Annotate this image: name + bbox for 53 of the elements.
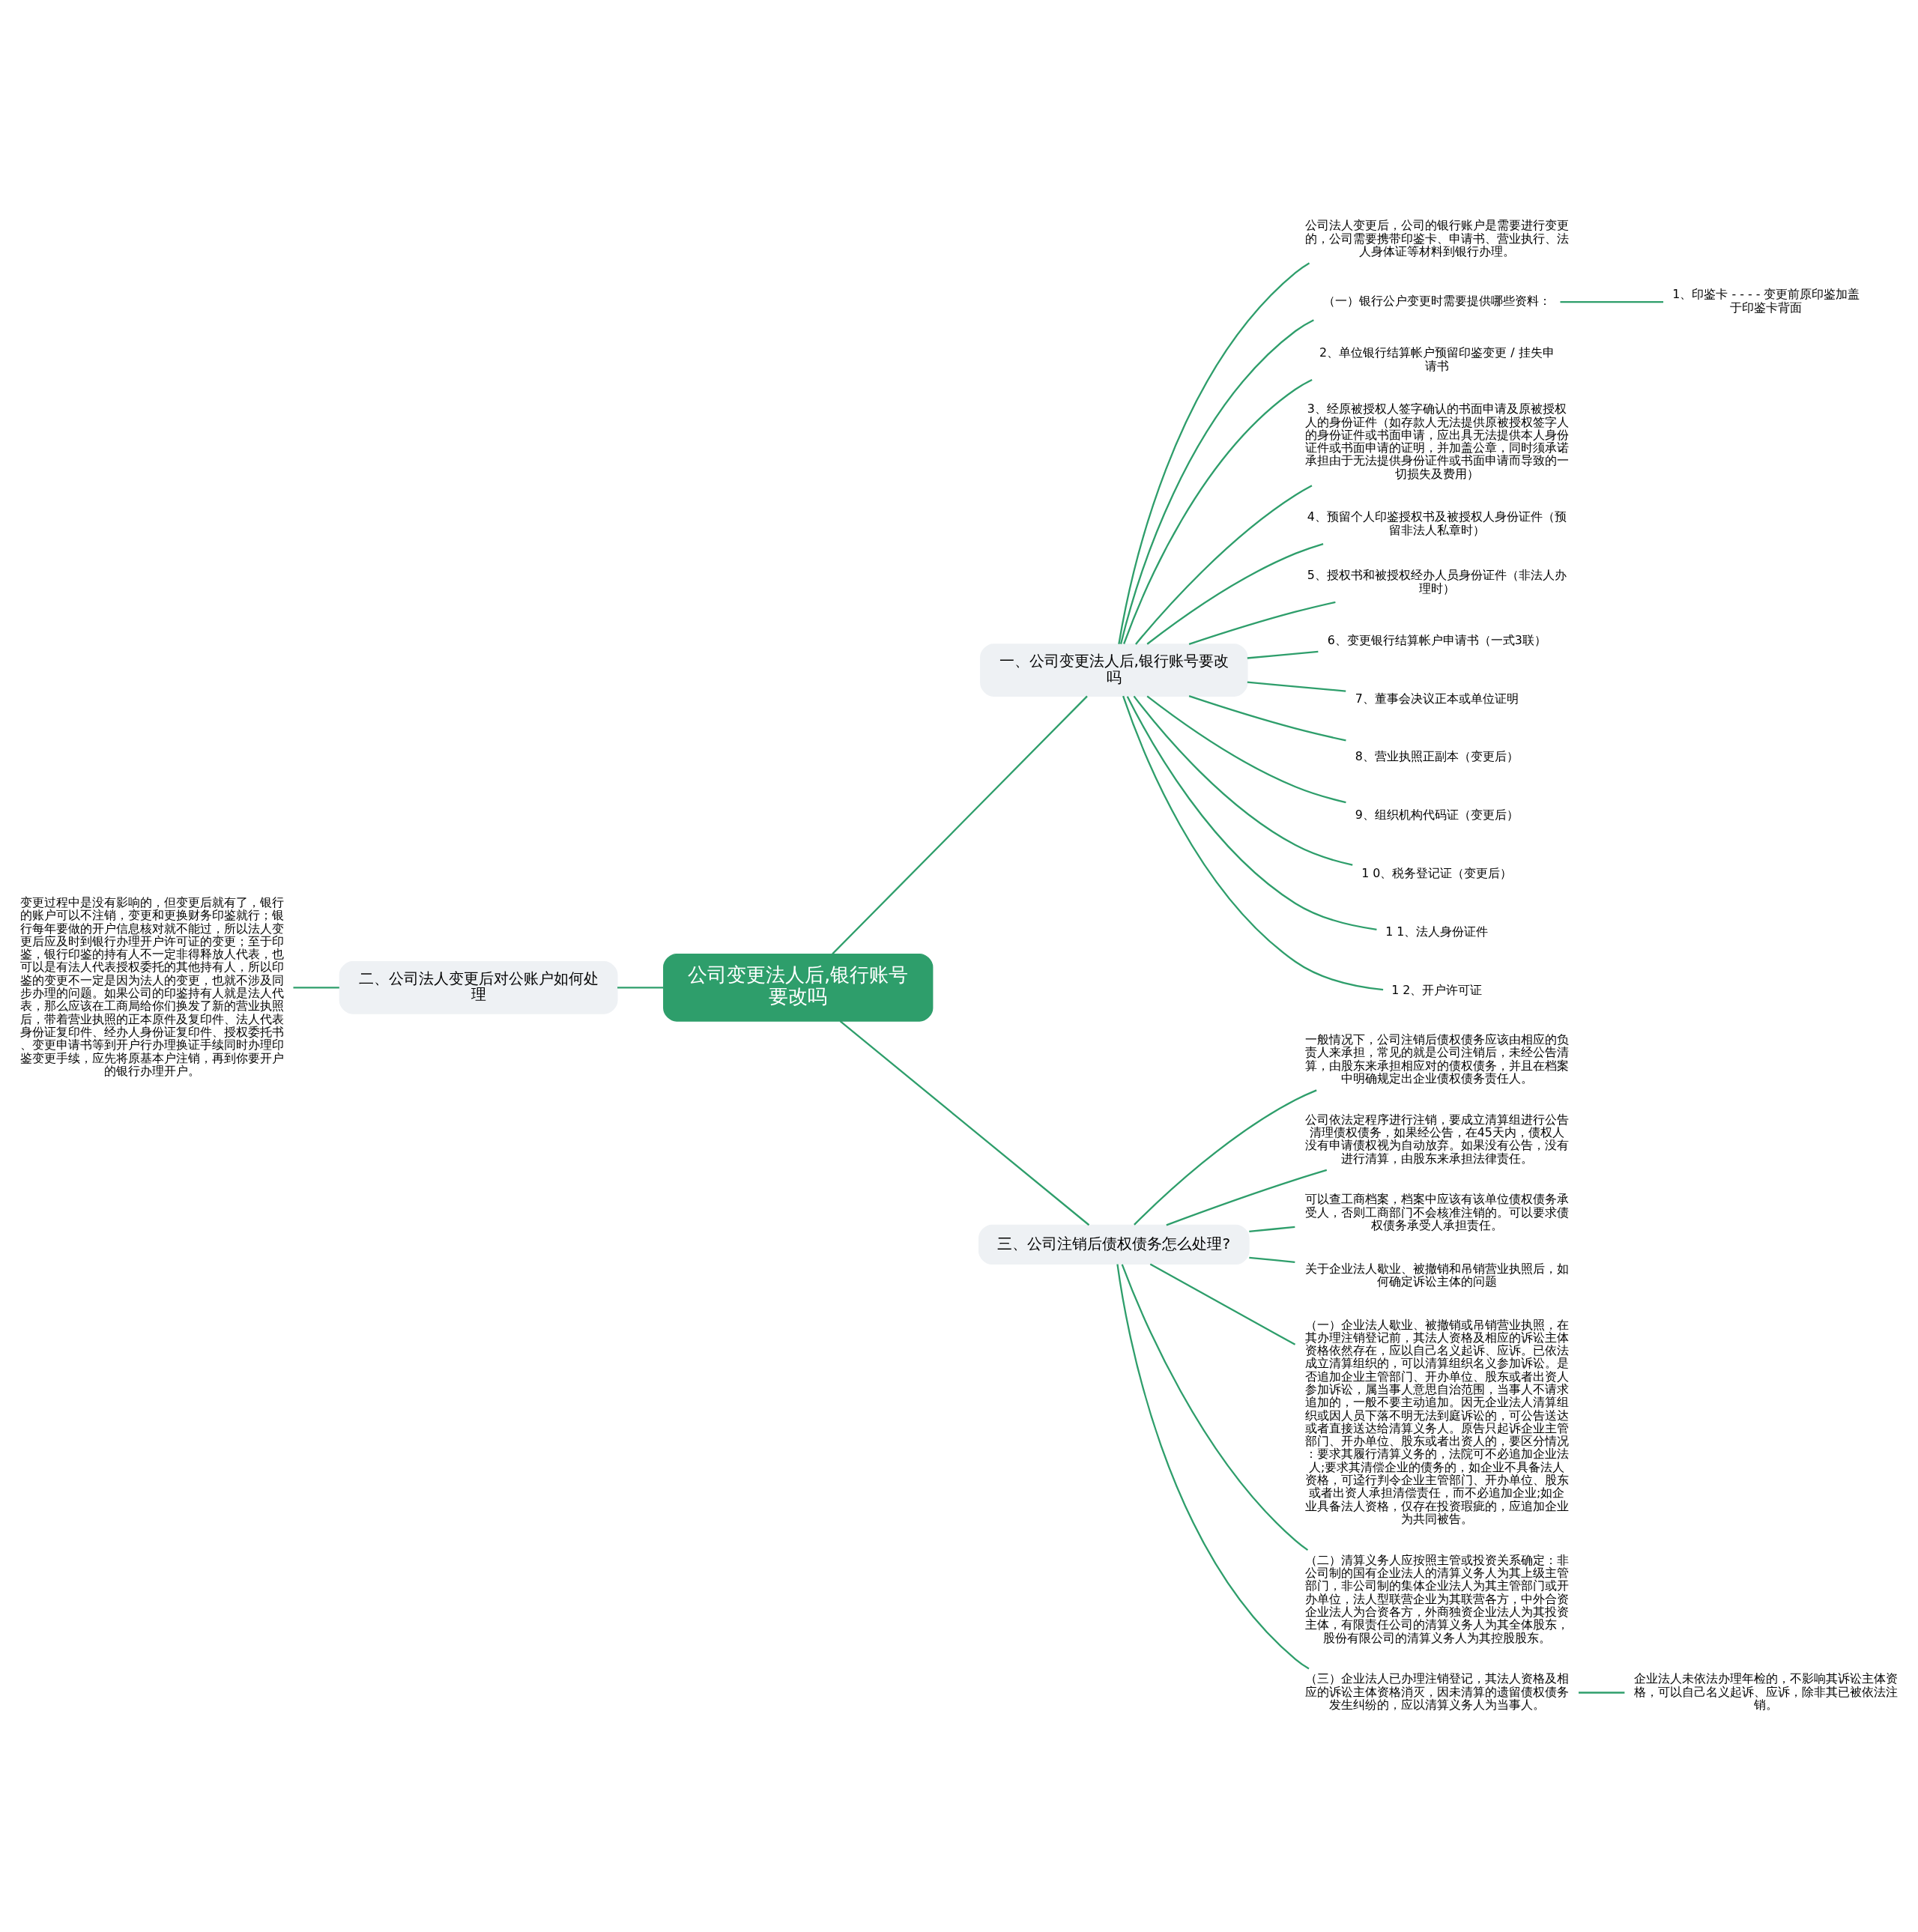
connector — [1146, 542, 1324, 645]
node-text: 8、营业执照正副本（变更后） — [1355, 749, 1519, 764]
connector — [1249, 1256, 1295, 1263]
node-text: 变更过程中是没有影响的，但变更后就有了，银行的账户可以不注销，变更和更换财务印鉴就行；银行每年要做的开户信息核对就不能过，所以法人变更后应及时到银行办理开户许可证的变更；至于印鉴，银行印鉴的持有人不一定非得释放人代表，也可以是有法人代表授权委托的其他持有人，所以印鉴的变更不一定是因为法人的变更，也就不涉及同步办理的问题。如果公司的印鉴持有人就是法人代表，那么应该在工商局给你们换发了新的营业执照后，带着营业执照的正本原件及复印件、法人代表身份证复印件、经办人身份证复印件、授权委托书、变更申请书等到开户行办理换证手续同时办理印鉴变更手续，应先将原基本户注销，再到你要开户的银行办理开户。 — [19, 894, 284, 1078]
connector — [1247, 681, 1346, 692]
node-text: 3、经原被授权人签字确认的书面申请及原被授权人的身份证件（如存款人无法提供原被授权签字人的身份证件或书面申请，应出具无法提供本人身份证件或书面申请的证明，并加盖公章，同时须承诺承担由于无法提供身份证件或书面申请而导致的一切损失及费用） — [1304, 402, 1569, 481]
connector — [1579, 1692, 1625, 1694]
node-text: 4、预留个人印鉴授权书及被授权人身份证件（预留非法人私章时） — [1307, 509, 1567, 537]
connector — [1149, 1263, 1296, 1345]
connector — [839, 1020, 1090, 1226]
node-text: 1 2、开户许可证 — [1391, 982, 1483, 997]
node-text: 公司依法定程序进行注销，要成立清算组进行公告清理债权债务，如果经公告，在45天内，债权人没有申请债权视为自动放弃。如果没有公告，没有进行清算，由股东来承担法律责任。 — [1304, 1112, 1569, 1166]
connector — [1123, 379, 1313, 644]
connector — [1146, 695, 1346, 804]
node-text: 可以查工商档案，档案中应该有该单位债权债务承受人，否则工商部门不会核准注销的。可以要求债权债务承受人承担责任。 — [1304, 1192, 1569, 1232]
connector — [1133, 695, 1353, 866]
node-text: 一般情况下，公司注销后债权债务应该由相应的负责人来承担，常见的就是公司注销后，未经公告清算，由股东来承担相应对的债权债务，并且在档案中明确规定出企业债权债务责任人。 — [1304, 1032, 1569, 1085]
connector — [1249, 1226, 1295, 1233]
node-text: 企业法人未依法办理年检的，不影响其诉讼主体资格，可以自己名义起诉、应诉，除非其已被依法注销。 — [1634, 1671, 1899, 1712]
connector — [293, 987, 339, 989]
connector — [1126, 696, 1377, 930]
node-box: 二、公司法人变更后对公账户如何处理 — [339, 961, 618, 1014]
node-text: 2、单位银行结算帐户预留印鉴变更 / 挂失申请书 — [1319, 345, 1555, 373]
node-text: 6、变更银行结算帐户申请书（一式3联） — [1327, 632, 1546, 647]
node-text: 7、董事会决议正本或单位证明 — [1355, 691, 1519, 706]
node-box: 三、公司注销后债权债务怎么处理? — [978, 1224, 1250, 1265]
connector — [617, 987, 664, 989]
node-text: 1 0、税务登记证（变更后） — [1361, 866, 1513, 881]
node-text: 5、授权书和被授权经办人员身份证件（非法人办理时） — [1307, 568, 1567, 596]
connector — [1166, 1169, 1328, 1226]
connector — [832, 695, 1088, 955]
connector — [1122, 695, 1384, 991]
node-text: 公司法人变更后，公司的银行账户是需要进行变更的，公司需要携带印鉴卡、申请书、营业执行、法人身体证等材料到银行办理。 — [1304, 218, 1569, 258]
connector — [1116, 1264, 1310, 1670]
node-text: （一）银行公户变更时需要提供哪些资料： — [1322, 294, 1551, 309]
connector — [1188, 601, 1336, 646]
connector — [1247, 650, 1319, 659]
connector — [1134, 1089, 1317, 1226]
node-text: 1、印鉴卡 - - - - 变更前原印鉴加盖于印鉴卡背面 — [1672, 287, 1860, 315]
node-text: （一）企业法人歇业、被撤销或吊销营业执照，在其办理注销登记前，其法人资格及相应的诉讼主体资格依然存在，应以自己名义起诉、应诉。已依法成立清算组织的，可以清算组织名义参加诉讼。是否追加企业主管部门、开办单位、股东或者出资人参加诉讼，属当事人意思自治范围，当事人不请求追加的，一般不要主动追加。因无企业法人清算组织或因人员下落不明无法到庭诉讼的，可公告送达或者直接送达给清算义务人。原告只起诉企业主管部门、开办单位、股东或者出资人的，要区分情况：要求其履行清算义务的，法院可不必追加企业法人;要求其清偿企业的债务的，如企业不具备法人资格，可迳行判令企业主管部门、开办单位、股东或者出资人承担清偿责任，而不必追加企业;如企业具备法人资格，仅存在投资瑕疵的，应追加企业为共同被告。 — [1304, 1317, 1569, 1526]
connector — [1118, 262, 1310, 644]
node-text: 9、组织机构代码证（变更后） — [1355, 808, 1519, 823]
node-text: （三）企业法人已办理注销登记，其法人资格及相应的诉讼主体资格消灭，因未清算的遗留债权债务发生纠纷的，应以清算义务人为当事人。 — [1304, 1671, 1569, 1712]
connector — [1135, 485, 1313, 645]
connector — [1188, 695, 1346, 742]
node-box: 公司变更法人后,银行账号要改吗 — [663, 953, 934, 1022]
connector — [1560, 300, 1664, 303]
node-box: 一、公司变更法人后,银行账号要改吗 — [980, 644, 1248, 697]
connector — [1121, 1264, 1309, 1551]
node-text: 1 1、法人身份证件 — [1385, 924, 1489, 939]
node-text: 关于企业法人歇业、被撤销和吊销营业执照后，如何确定诉讼主体的问题 — [1304, 1261, 1569, 1288]
connector — [1119, 319, 1314, 644]
node-text: （二）清算义务人应按照主管或投资关系确定：非公司制的国有企业法人的清算义务人为其上级主管部门，非公司制的集体企业法人为其主管部门或开办单位，法人型联营企业为其联营各方，中外合资企业法人为合资各方，外商独资企业法人为其投资主体，有限责任公司的清算义务人为其全体股东，股份有限公司的清算义务人为其控股股东。 — [1304, 1552, 1569, 1645]
